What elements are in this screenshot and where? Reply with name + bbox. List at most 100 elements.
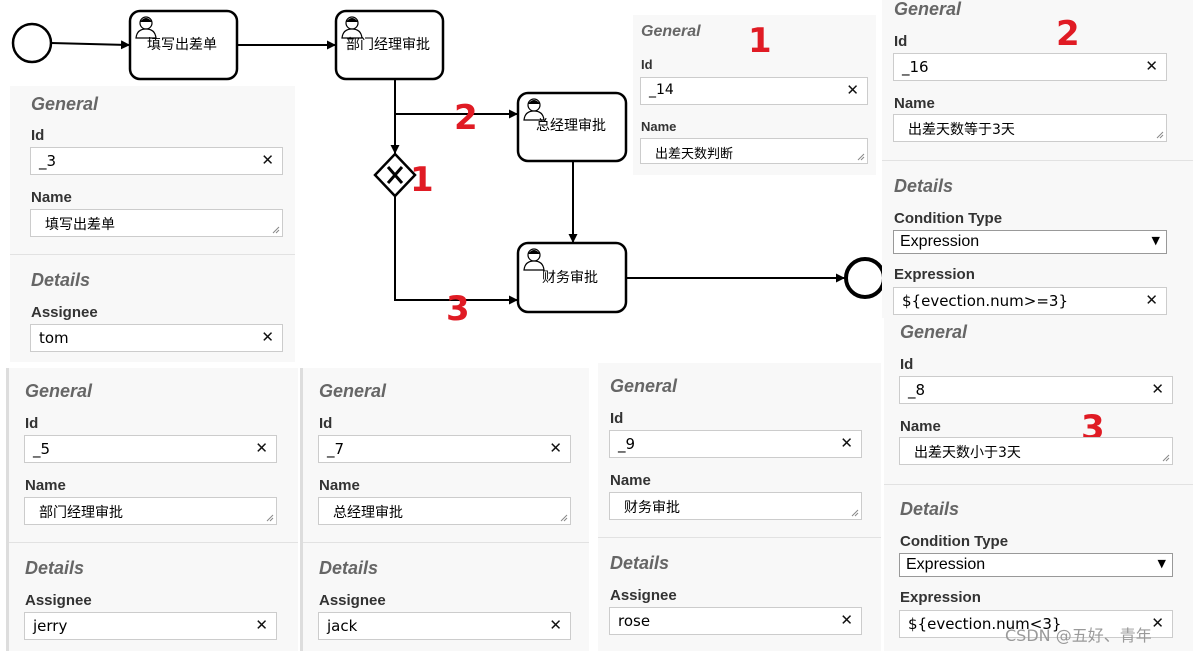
assignee-label: Assignee [610, 587, 677, 604]
clear-icon[interactable]: ✕ [1151, 380, 1164, 398]
name-value: 填写出差单 [45, 217, 115, 233]
end-event[interactable] [844, 257, 886, 299]
id-value: _7 [327, 440, 345, 458]
clear-icon[interactable]: ✕ [1151, 614, 1164, 632]
assignee-label: Assignee [25, 592, 92, 609]
assignee-input[interactable]: jack ✕ [318, 612, 571, 640]
name-value: 总经理审批 [333, 505, 403, 521]
marker-flow-fin: 3 [446, 289, 470, 329]
expression-input[interactable]: ${evection.num>=3} ✕ [893, 287, 1167, 315]
assignee-input[interactable]: rose ✕ [609, 607, 862, 635]
clear-icon[interactable]: ✕ [261, 151, 274, 169]
resize-grip-icon[interactable] [1162, 454, 1170, 462]
task-fill-form[interactable]: 填写出差单 [128, 9, 239, 81]
section-general: General [900, 322, 968, 342]
id-value: _14 [649, 82, 674, 98]
name-label: Name [610, 472, 651, 489]
resize-grip-icon[interactable] [266, 514, 274, 522]
id-input[interactable]: _16 ✕ [893, 53, 1167, 81]
section-details: Details [25, 558, 85, 578]
id-value: _9 [618, 435, 636, 453]
section-details: Details [894, 176, 954, 196]
name-value: 出差天数判断 [655, 147, 734, 162]
id-input[interactable]: _14 ✕ [640, 77, 868, 105]
name-value: 出差天数小于3天 [914, 445, 1021, 461]
section-general: General [610, 376, 678, 396]
expression-label: Expression [900, 589, 981, 606]
chevron-down-icon: ▼ [1151, 234, 1160, 247]
assignee-input[interactable]: jerry ✕ [24, 612, 277, 640]
condition-type-select[interactable]: Expression ▼ [899, 553, 1173, 577]
expression-value: ${evection.num>=3} [902, 292, 1069, 310]
expression-value: ${evection.num<3} [908, 615, 1062, 633]
panel-marker-gateway: 1 [748, 21, 772, 61]
name-textarea[interactable]: 出差天数等于3天 [893, 114, 1167, 142]
assignee-label: Assignee [319, 592, 386, 609]
start-event[interactable] [11, 22, 53, 64]
clear-icon[interactable]: ✕ [1145, 291, 1158, 309]
resize-grip-icon[interactable] [857, 153, 865, 161]
resize-grip-icon[interactable] [560, 514, 568, 522]
name-textarea[interactable]: 财务审批 [609, 492, 862, 520]
assignee-value: tom [39, 329, 69, 347]
section-general: General [319, 381, 387, 401]
task-general-manager-label: 总经理审批 [536, 118, 606, 134]
clear-icon[interactable]: ✕ [840, 434, 853, 452]
exclusive-gateway[interactable] [373, 152, 417, 198]
clear-icon[interactable]: ✕ [1145, 57, 1158, 75]
id-label: Id [894, 33, 908, 50]
section-details: Details [319, 558, 379, 578]
condition-type-value: Expression [900, 233, 980, 250]
name-textarea[interactable]: 总经理审批 [318, 497, 571, 525]
name-textarea[interactable]: 填写出差单 [30, 209, 283, 237]
section-details: Details [900, 499, 960, 519]
name-value: 部门经理审批 [39, 505, 123, 521]
id-input[interactable]: _8 ✕ [899, 376, 1173, 404]
name-textarea[interactable]: 出差天数小于3天 [899, 437, 1173, 465]
flow-start-to-fill[interactable] [50, 40, 131, 50]
name-value: 出差天数等于3天 [908, 122, 1015, 138]
clear-icon[interactable]: ✕ [549, 439, 562, 457]
clear-icon[interactable]: ✕ [255, 616, 268, 634]
clear-icon[interactable]: ✕ [549, 616, 562, 634]
clear-icon[interactable]: ✕ [261, 328, 274, 346]
name-label: Name [894, 95, 935, 112]
chevron-down-icon: ▼ [1157, 557, 1166, 570]
id-label: Id [610, 410, 624, 427]
id-input[interactable]: _7 ✕ [318, 435, 571, 463]
condition-type-value: Expression [906, 556, 986, 573]
clear-icon[interactable]: ✕ [255, 439, 268, 457]
panel-marker-flow-2: 2 [1056, 14, 1080, 54]
task-dept-manager[interactable]: 部门经理审批 [334, 9, 445, 81]
id-label: Id [900, 356, 914, 373]
assignee-input[interactable]: tom ✕ [30, 324, 283, 352]
condition-type-select[interactable]: Expression ▼ [893, 230, 1167, 254]
name-textarea[interactable]: 部门经理审批 [24, 497, 277, 525]
props-panel-flow-3: General Id _8 ✕ Name 3 出差天数小于3天 Details … [884, 318, 1193, 651]
task-finance[interactable]: 财务审批 [516, 241, 628, 314]
resize-grip-icon[interactable] [1156, 131, 1164, 139]
clear-icon[interactable]: ✕ [846, 81, 859, 99]
section-general: General [31, 94, 99, 114]
resize-grip-icon[interactable] [272, 226, 280, 234]
clear-icon[interactable]: ✕ [840, 611, 853, 629]
task-fill-form-label: 填写出差单 [147, 37, 217, 53]
task-finance-label: 财务审批 [542, 270, 598, 286]
condition-type-label: Condition Type [894, 210, 1003, 227]
id-value: _5 [33, 440, 51, 458]
id-input[interactable]: _3 ✕ [30, 147, 283, 175]
props-panel-flow-2: General 2 Id _16 ✕ Name 出差天数等于3天 Details… [882, 0, 1193, 318]
id-input[interactable]: _5 ✕ [24, 435, 277, 463]
resize-grip-icon[interactable] [851, 509, 859, 517]
expression-input[interactable]: ${evection.num<3} ✕ [899, 610, 1173, 638]
marker-gateway: 1 [410, 160, 434, 200]
name-textarea[interactable]: 出差天数判断 [640, 138, 868, 164]
id-label: Id [641, 57, 653, 72]
id-input[interactable]: _9 ✕ [609, 430, 862, 458]
name-label: Name [31, 189, 72, 206]
props-panel-general-manager: General Id _7 ✕ Name 总经理审批 Details Assig… [300, 368, 589, 651]
flow-gateway-to-fin[interactable] [394, 196, 518, 305]
task-general-manager[interactable]: 总经理审批 [516, 91, 628, 163]
id-label: Id [31, 127, 45, 144]
